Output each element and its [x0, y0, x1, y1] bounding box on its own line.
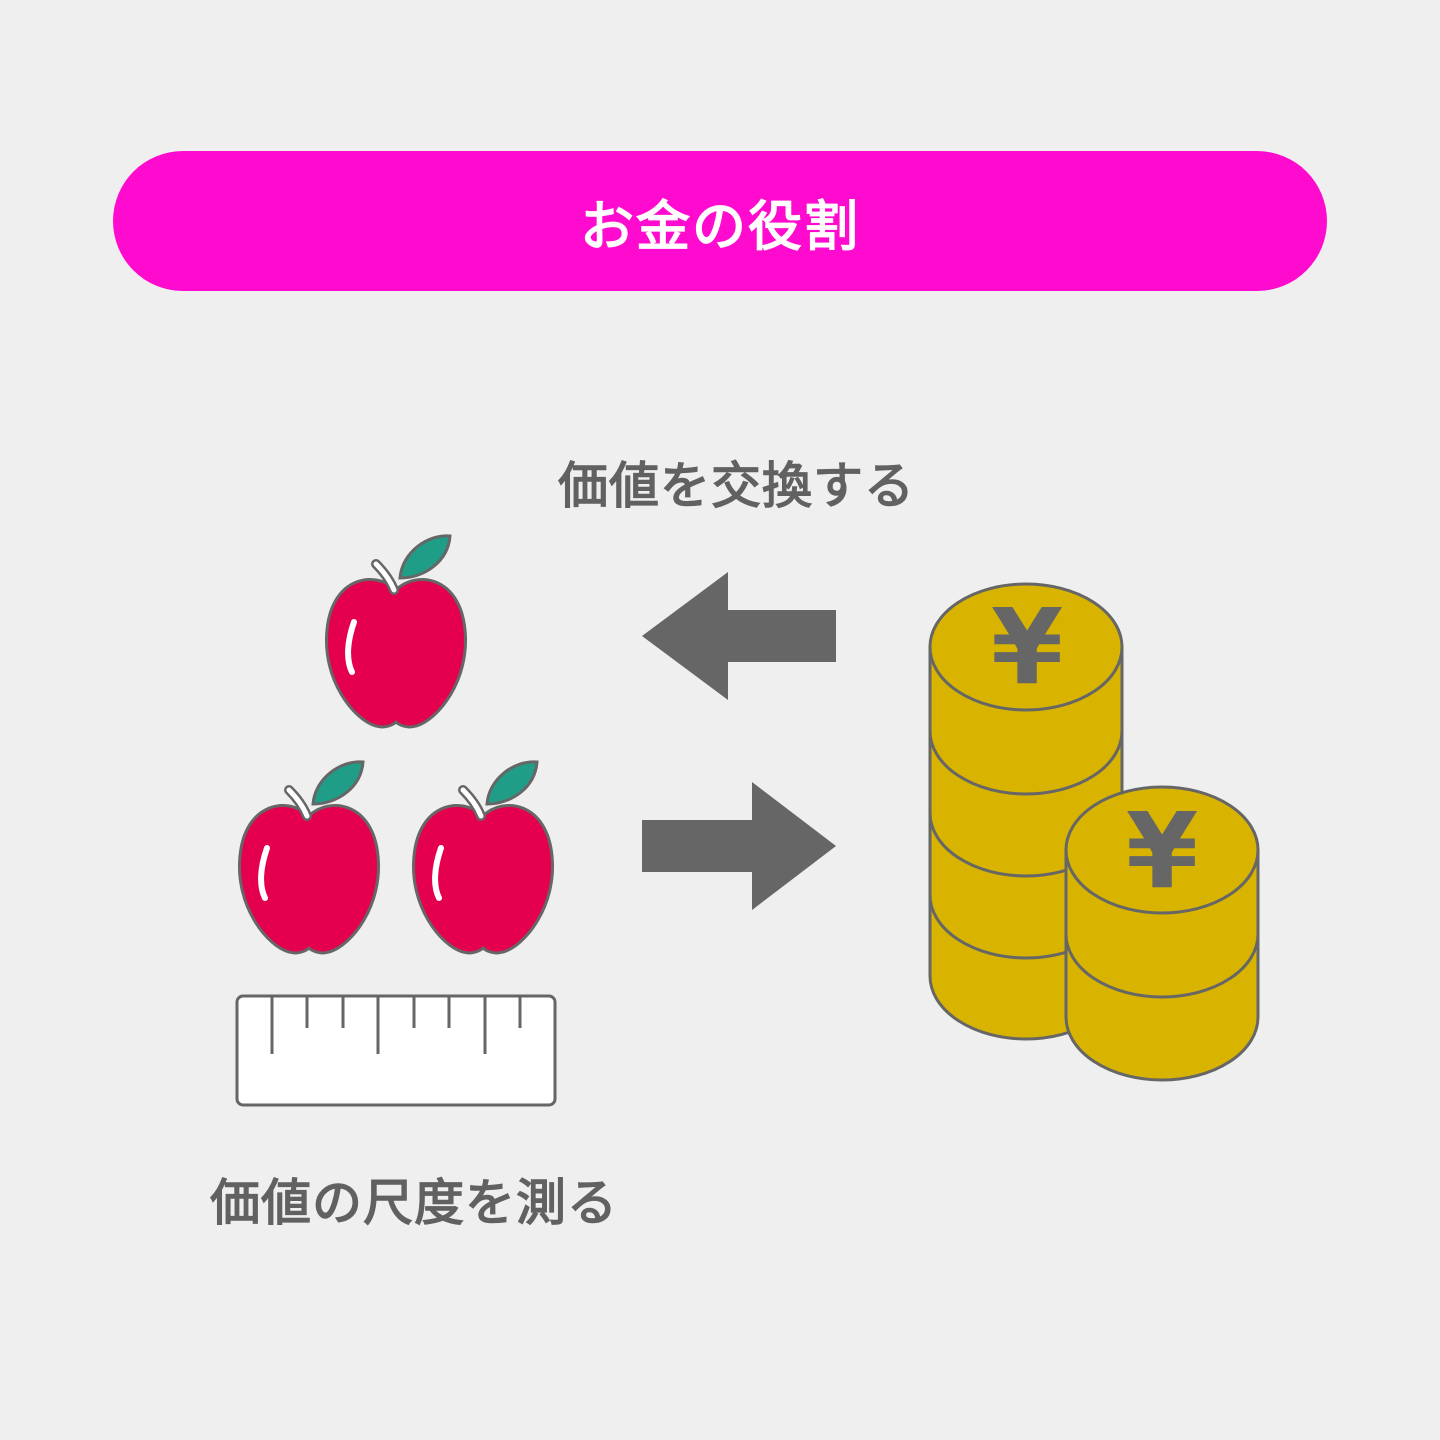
arrow-left-icon	[642, 572, 836, 700]
title-banner: お金の役割	[113, 151, 1327, 291]
apple-icon	[326, 536, 465, 727]
exchange-label: 価値を交換する	[558, 457, 915, 515]
arrow-right-icon	[642, 782, 836, 910]
measure-label: 価値の尺度を測る	[210, 1174, 618, 1232]
apple-icon	[413, 762, 552, 953]
ruler-icon	[235, 994, 557, 1107]
yen-coin-stack-icon: ¥ ¥	[928, 582, 1260, 1082]
yen-symbol: ¥	[991, 586, 1063, 708]
apple-icon	[239, 762, 378, 953]
yen-symbol: ¥	[1126, 790, 1198, 912]
page-title: お金の役割	[580, 194, 860, 258]
